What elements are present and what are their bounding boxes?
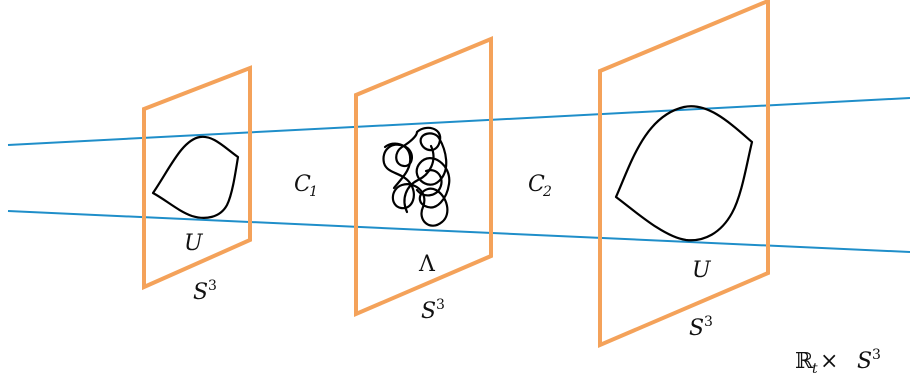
middle-s3-frame [354, 36, 493, 318]
legendrian-knot-strand [415, 169, 443, 197]
left-s3-exponent: 3 [208, 278, 217, 294]
right-s3-frame [598, 0, 770, 349]
right-u-label: U [692, 258, 712, 283]
left-s3-label: S 3 [193, 278, 217, 305]
c2-subscript: 2 [542, 184, 552, 200]
real-line-symbol: ℝ [795, 349, 814, 374]
top-blue-line [7, 97, 910, 146]
time-subscript: t [812, 361, 818, 377]
c2-label: C 2 [528, 172, 552, 200]
legendrian-knot-strand [383, 142, 412, 190]
left-s3-base: S [193, 280, 208, 305]
middle-s3-base: S [421, 299, 436, 324]
c1-base: C [294, 172, 311, 197]
left-unknot-curve [151, 135, 240, 219]
legendrian-knot-strand [403, 144, 435, 214]
right-s3-exponent: 3 [704, 314, 713, 330]
product-symbol: × [820, 349, 838, 374]
c1-subscript: 1 [309, 184, 318, 200]
ambient-space-label: ℝ t × S 3 [795, 347, 881, 377]
right-s3-base: S [689, 316, 704, 341]
middle-s3-exponent: 3 [436, 297, 445, 313]
right-s3-label: S 3 [689, 314, 713, 341]
middle-s3-label: S 3 [421, 297, 445, 324]
right-unknot-curve [614, 105, 754, 242]
c1-label: C 1 [294, 172, 318, 200]
bottom-blue-line [7, 210, 910, 253]
c2-base: C [528, 172, 545, 197]
ambient-s3-base: S [857, 349, 872, 374]
ambient-s3-exponent: 3 [872, 347, 881, 363]
left-s3-frame [142, 65, 252, 291]
left-u-label: U [184, 231, 204, 256]
lambda-label: Λ [418, 252, 436, 277]
